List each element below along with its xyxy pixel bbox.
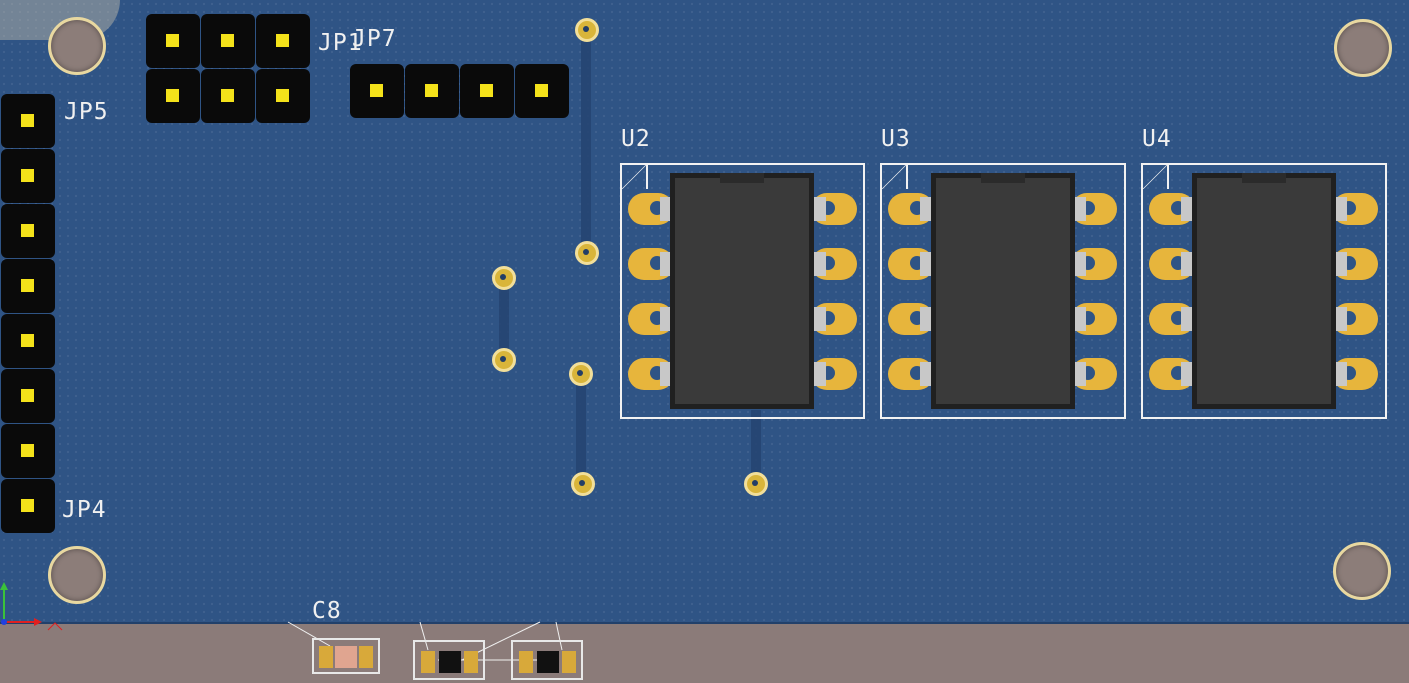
header-pin xyxy=(1,94,55,148)
via-icon xyxy=(575,241,599,265)
mounting-hole-icon xyxy=(1334,19,1392,77)
pin1-mark xyxy=(622,165,648,189)
ic-notch xyxy=(1242,173,1286,183)
u3-silkscreen-outline xyxy=(880,163,1126,419)
header-pin xyxy=(146,14,200,68)
ic-leg xyxy=(1074,252,1086,276)
axis-triad-icon xyxy=(0,582,63,631)
header-pin xyxy=(1,149,55,203)
header-pin xyxy=(350,64,404,118)
trace xyxy=(581,30,591,252)
ic-body xyxy=(1192,173,1336,409)
header-pin xyxy=(460,64,514,118)
via-icon xyxy=(569,362,593,386)
ic-leg xyxy=(660,197,672,221)
c8-label: C8 xyxy=(312,598,342,624)
ic-leg xyxy=(1335,252,1347,276)
mounting-hole-icon xyxy=(1333,542,1391,600)
pin1-mark xyxy=(882,165,908,189)
smd-end-right xyxy=(359,646,373,668)
mounting-hole-icon xyxy=(48,17,106,75)
header-pin xyxy=(515,64,569,118)
smd-end-left xyxy=(519,651,533,673)
ic-body xyxy=(670,173,814,409)
jp4-label: JP4 xyxy=(62,497,107,523)
via-icon xyxy=(571,472,595,496)
mounting-hole-icon xyxy=(48,546,106,604)
smd-body xyxy=(537,651,559,673)
ic-leg xyxy=(660,307,672,331)
header-pin xyxy=(256,69,310,123)
ic-leg xyxy=(814,362,826,386)
smd-resistor[interactable] xyxy=(413,640,485,680)
jp5-label: JP5 xyxy=(64,99,109,125)
jp1-label: JP1 xyxy=(318,30,363,56)
u2-silkscreen-outline xyxy=(620,163,865,419)
ic-leg xyxy=(1335,362,1347,386)
header-pin xyxy=(405,64,459,118)
ic-leg xyxy=(1181,252,1193,276)
ic-leg xyxy=(920,197,932,221)
header-pin xyxy=(1,259,55,313)
ic-leg xyxy=(660,252,672,276)
via-icon xyxy=(492,266,516,290)
header-pin xyxy=(201,14,255,68)
ic-leg xyxy=(1181,362,1193,386)
header-pin xyxy=(1,369,55,423)
header-pin xyxy=(201,69,255,123)
header-pin xyxy=(256,14,310,68)
ic-leg xyxy=(814,307,826,331)
smd-end-left xyxy=(319,646,333,668)
u2-label: U2 xyxy=(621,126,651,152)
ic-leg xyxy=(660,362,672,386)
smd-end-left xyxy=(421,651,435,673)
ic-leg xyxy=(1181,197,1193,221)
smd-body xyxy=(439,651,461,673)
ic-leg xyxy=(920,252,932,276)
trace xyxy=(751,410,761,484)
trace xyxy=(499,278,509,360)
via-icon xyxy=(492,348,516,372)
ic-leg xyxy=(920,362,932,386)
ic-leg xyxy=(814,252,826,276)
smd-body xyxy=(335,646,357,668)
u4-label: U4 xyxy=(1142,126,1172,152)
ic-leg xyxy=(1074,307,1086,331)
jp7-label: JP7 xyxy=(352,26,397,52)
ic-leg xyxy=(1074,362,1086,386)
pin1-mark xyxy=(1143,165,1169,189)
header-pin xyxy=(146,69,200,123)
via-icon xyxy=(575,18,599,42)
smd-end-right xyxy=(562,651,576,673)
trace xyxy=(576,374,586,484)
off-board-area xyxy=(0,624,1409,683)
pcb-board: JP1 JP7 JP5 JP4 xyxy=(0,0,1409,624)
ic-notch xyxy=(720,173,764,183)
ic-notch xyxy=(981,173,1025,183)
ic-leg xyxy=(1181,307,1193,331)
header-pin xyxy=(1,204,55,258)
u3-label: U3 xyxy=(881,126,911,152)
ic-leg xyxy=(1335,197,1347,221)
smd-resistor[interactable] xyxy=(511,640,583,680)
via-icon xyxy=(744,472,768,496)
ic-body xyxy=(931,173,1075,409)
ic-leg xyxy=(814,197,826,221)
ic-leg xyxy=(920,307,932,331)
c8-capacitor[interactable] xyxy=(312,638,380,674)
header-pin xyxy=(1,424,55,478)
ic-leg xyxy=(1335,307,1347,331)
header-pin xyxy=(1,479,55,533)
u4-silkscreen-outline xyxy=(1141,163,1387,419)
header-pin xyxy=(1,314,55,368)
smd-end-right xyxy=(464,651,478,673)
ic-leg xyxy=(1074,197,1086,221)
